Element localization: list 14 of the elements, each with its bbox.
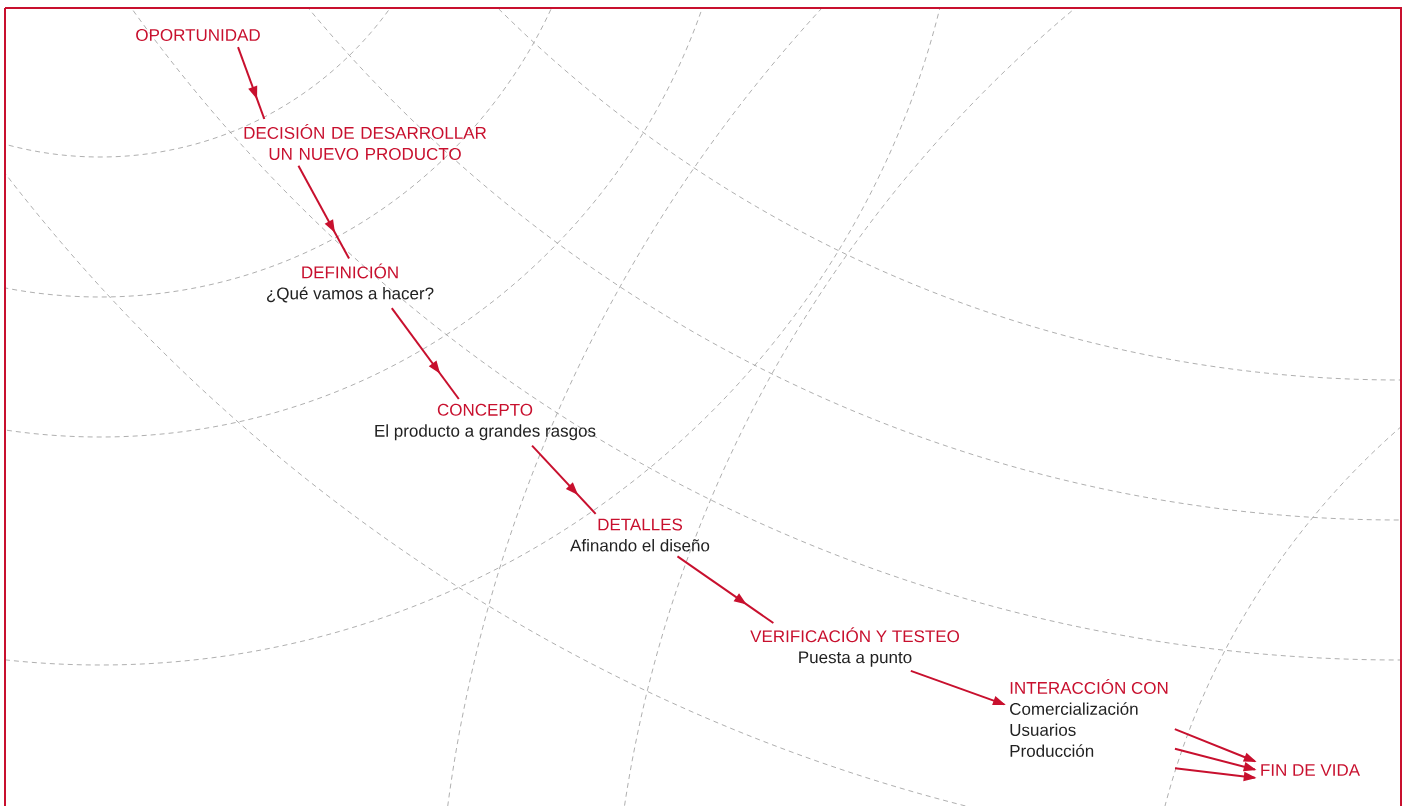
arrow — [297, 164, 351, 260]
step-label: INTERACCIÓN CON Comercialización Usuarios Producción — [1010, 679, 1168, 757]
arrow — [676, 555, 775, 624]
arrow — [909, 669, 1006, 706]
arrow — [237, 46, 266, 120]
step-label: OPORTUNIDAD — [136, 29, 260, 42]
step-label: DEFINICIÓN ¿Qué vamos a hacer? — [267, 263, 434, 303]
arrow — [531, 444, 597, 515]
step-label: CONCEPTO El producto a grandes rasgos — [375, 403, 596, 441]
step-label: FIN DE VIDA — [1261, 764, 1360, 776]
step-label: VERIFICACIÓN Y TESTEO Puesta a punto — [750, 627, 960, 667]
step-label: DECISIÓN DE DESARROLLAR UN NUEVO PRODUCTO — [244, 124, 487, 160]
arrow — [390, 307, 460, 400]
step-label: DETALLES Afinando el diseño — [570, 518, 710, 552]
